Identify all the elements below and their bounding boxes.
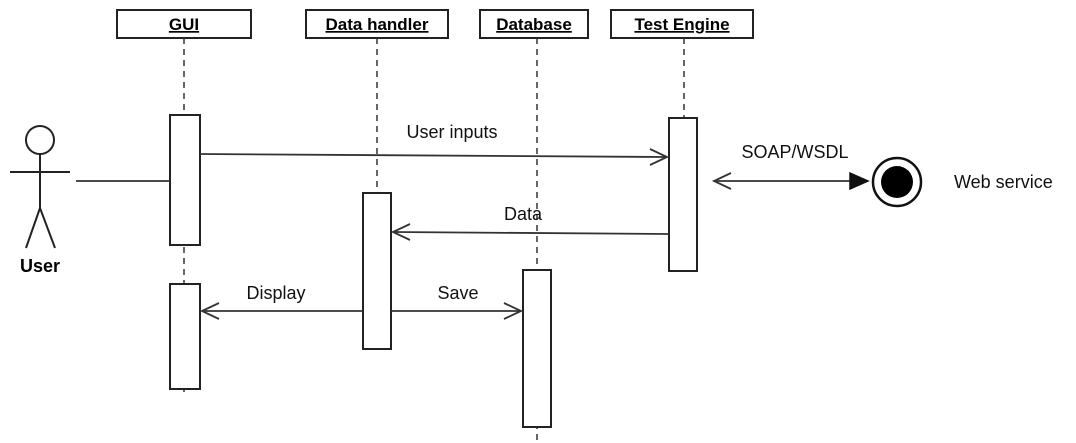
web-service-label: Web service [954,172,1053,192]
message-display-label: Display [246,283,305,303]
arrowhead-icon [390,223,411,241]
message-save: Save [391,283,524,320]
participant-data-handler: Data handler [305,9,449,39]
message-soap-wsdl: SOAP/WSDL [711,142,870,191]
participant-gui: GUI [116,9,252,39]
participant-data-handler-label: Data handler [326,15,429,34]
activation-data-handler [362,192,392,350]
activation-test-engine [668,117,698,272]
participant-database-box [479,9,589,39]
participant-test-engine-label: Test Engine [634,15,729,34]
message-display: Display [199,283,363,320]
web-service: Web service [871,156,1053,208]
participant-database-label: Database [496,15,572,34]
activation-gui-2 [169,283,201,390]
participant-gui-label: GUI [169,15,199,34]
message-data-label: Data [504,204,543,224]
message-soap-wsdl-label: SOAP/WSDL [741,142,848,162]
participant-database: Database [479,9,589,39]
message-save-label: Save [437,283,478,303]
activation-gui-1 [169,114,201,246]
actor-head-icon [25,125,55,155]
participant-test-engine: Test Engine [610,9,754,39]
activation-database [522,269,552,428]
arrowhead-icon [649,148,670,166]
message-user-inputs-label: User inputs [406,122,497,142]
actor-user-label: User [20,256,60,276]
arrowhead-left-icon [711,172,732,190]
message-user-inputs: User inputs [199,122,670,166]
arrowhead-icon [199,302,220,320]
arrowhead-icon [503,302,524,320]
participant-test-engine-box [610,9,754,39]
message-data: Data [390,204,670,241]
user-actor: User [10,125,70,276]
arrowhead-right-icon [849,171,870,191]
